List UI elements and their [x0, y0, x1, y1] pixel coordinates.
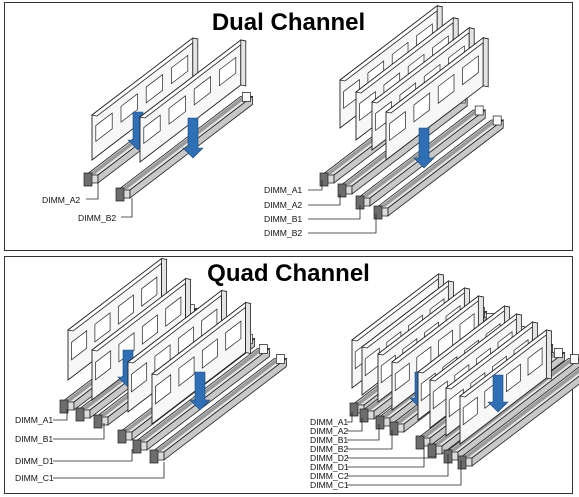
- slot-label: DIMM_C1: [15, 473, 54, 483]
- slot-label: DIMM_D1: [15, 456, 54, 466]
- slot-label: DIMM_A1: [310, 417, 348, 427]
- insert-arrow-icon: [189, 371, 211, 411]
- slot-label: DIMM_D2: [310, 453, 349, 463]
- slot-label: DIMM_B1: [15, 434, 53, 444]
- slot-label: DIMM_B2: [78, 213, 116, 223]
- slot-label: DIMM_D1: [310, 462, 349, 472]
- slot-label: DIMM_C1: [310, 480, 349, 490]
- slot-label: DIMM_B2: [310, 444, 348, 454]
- slot-label: DIMM_B2: [264, 228, 302, 238]
- slot-label: DIMM_A1: [264, 185, 302, 195]
- dual-channel-title: Dual Channel: [211, 9, 366, 36]
- slot-label: DIMM_A2: [264, 200, 302, 210]
- slot-label: DIMM_C2: [310, 471, 349, 481]
- slot-label: DIMM_A1: [15, 415, 53, 425]
- slot-label: DIMM_A2: [42, 195, 80, 205]
- slot-label: DIMM_B1: [310, 435, 348, 445]
- insert-arrow-icon: [182, 117, 204, 159]
- slot-label: DIMM_A2: [310, 426, 348, 436]
- insert-arrow-icon: [413, 127, 435, 169]
- insert-arrow-icon: [487, 374, 509, 413]
- quad-channel-title: Quad Channel: [207, 260, 370, 287]
- slot-label: DIMM_B1: [264, 214, 302, 224]
